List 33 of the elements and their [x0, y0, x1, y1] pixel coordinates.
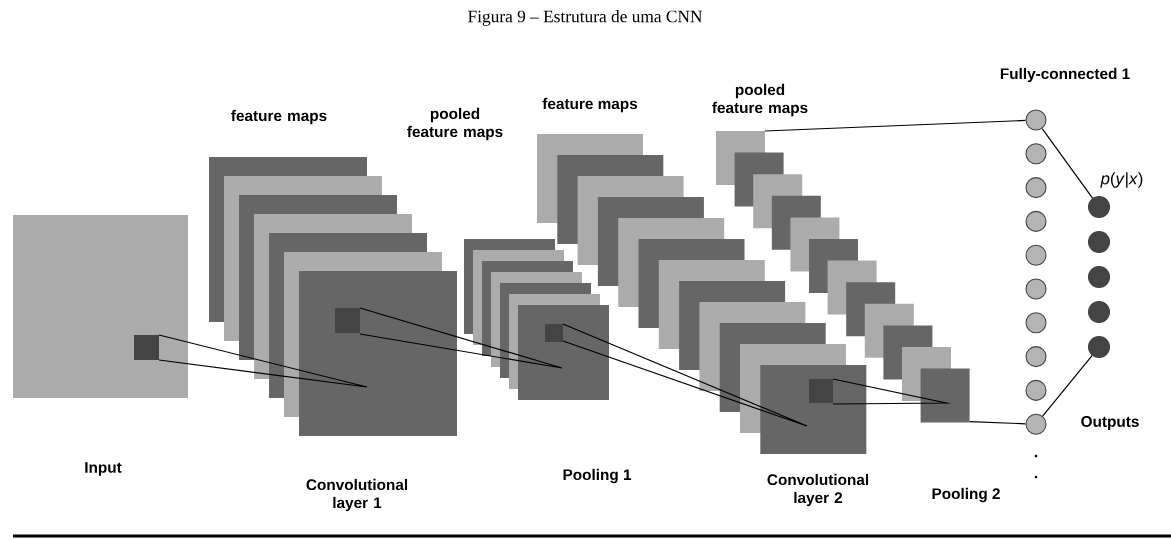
- layer-heading: feature maps: [542, 97, 638, 113]
- layer-label: Fully-connected 1: [1000, 67, 1130, 83]
- layer-label: Convolutional layer 2: [767, 473, 869, 507]
- neuron-circle: [1025, 346, 1047, 368]
- layer-label: Convolutional layer 1: [306, 478, 408, 512]
- connection-line: [969, 421, 1027, 425]
- figure-title: Figura 9 – Estrutura de uma CNN: [468, 10, 703, 26]
- neuron-circle: [1025, 109, 1047, 131]
- layer-label: Outputs: [1081, 416, 1139, 430]
- input-image: [13, 215, 188, 398]
- connection-line: [1041, 127, 1094, 199]
- neuron-circle: [1025, 379, 1047, 401]
- output-neuron-circle: [1087, 195, 1111, 219]
- output-neuron-circle: [1087, 335, 1111, 359]
- neuron-circle: [1025, 210, 1047, 232]
- layer-heading: pooled feature maps: [712, 83, 808, 117]
- connection-line: [764, 119, 1027, 132]
- output-neuron-circle: [1087, 230, 1111, 254]
- layer-label: Pooling 2: [932, 487, 1000, 503]
- layer-label: Pooling 1: [563, 468, 632, 484]
- output-neuron-circle: [1087, 300, 1111, 324]
- layer-heading: feature maps: [231, 109, 327, 125]
- formula-label: p(y|x): [1100, 172, 1143, 188]
- neuron-circle: [1025, 278, 1047, 300]
- layer-heading: pooled feature maps: [407, 107, 503, 141]
- neuron-circle: [1025, 244, 1047, 266]
- connection-line: [1042, 354, 1093, 417]
- output-neuron-circle: [1087, 265, 1111, 289]
- neuron-circle: [1025, 413, 1047, 435]
- neuron-circle: [1025, 143, 1047, 165]
- neuron-circle: [1025, 312, 1047, 334]
- neuron-circle: [1025, 177, 1047, 199]
- layer-label: Input: [85, 462, 122, 476]
